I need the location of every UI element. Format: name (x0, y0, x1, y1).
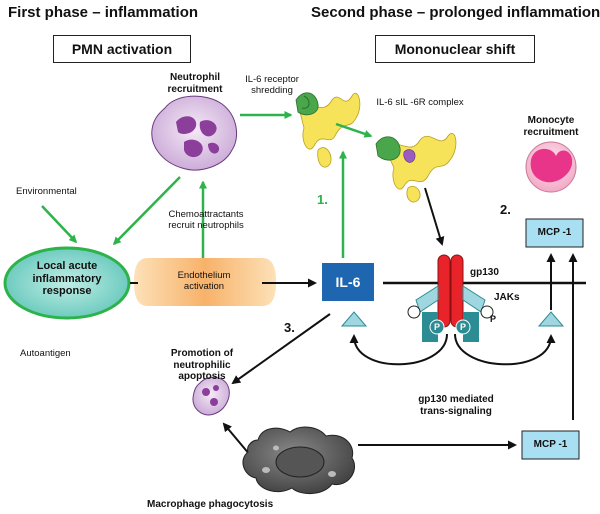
il6-receptor-protein-icon (295, 92, 361, 168)
chemoattractants-label: Chemoattractants recruit neutrophils (168, 209, 244, 231)
mcp1-bottom-box (521, 430, 580, 460)
macrophage-cell-icon (242, 426, 355, 494)
neutrophil-cell-icon (151, 95, 238, 171)
il6-receptor-shredding-label: IL-6 receptor shredding (245, 74, 299, 96)
triangle-left-icon (340, 311, 368, 327)
il6-sil6r-complex-protein-icon (375, 133, 457, 203)
macrophage-phagocytosis-label: Macrophage phagocytosis (147, 499, 274, 510)
phase-second-title: Second phase – prolonged inflammation (311, 4, 600, 21)
trans-signal-arrow-right (454, 333, 556, 366)
black-arrows (130, 187, 578, 456)
il6-label: IL-6 (335, 274, 361, 290)
monocyte-recruitment-label: Monocyte recruitment (523, 115, 579, 138)
arrow-il6-to-apoptosis (231, 313, 331, 385)
step-1-number: 1. (317, 192, 328, 207)
monocyte-cell-icon (525, 141, 577, 193)
apoptotic-cell-icon (192, 376, 230, 416)
endothelium-activation-label: Endothelium activation (177, 270, 231, 292)
mcp1-top-box (525, 218, 584, 248)
neutrophil-recruitment-label: Neutrophil recruitment (167, 72, 223, 95)
autoantigen-label: Autoantigen (20, 348, 71, 359)
mononuclear-shift-header: Mononuclear shift (375, 35, 535, 63)
step-3-number: 3. (284, 320, 295, 335)
il6-complex-label: IL-6 sIL -6R complex (376, 97, 464, 108)
arrow-neutrophil-to-local (112, 176, 181, 246)
local-response-label: Local acute inflammatory response (32, 260, 102, 298)
gp130-trans-signaling-label: gp130 mediated trans-signaling (418, 394, 494, 417)
arrow-environmental-to-local (41, 205, 78, 244)
local-response-ellipse (3, 246, 131, 320)
jaks-label: JAKs (494, 292, 520, 303)
il6-box (322, 263, 374, 301)
phase-first-title: First phase – inflammation (8, 4, 199, 21)
gp130-receptor-icon (407, 254, 494, 342)
mcp1-top-label: MCP -1 (537, 227, 572, 238)
arrow-complex-to-gp130 (424, 187, 445, 246)
gp130-label: gp130 (470, 267, 499, 278)
promotion-apoptosis-label: Promotion of neutrophilic apoptosis (170, 348, 234, 382)
arrow-shedding-to-complex (335, 122, 373, 138)
endothelium-shape (134, 258, 276, 306)
green-arrows (41, 111, 373, 258)
phospho-label-right: P (459, 322, 466, 332)
mcp1-bottom-label: MCP -1 (533, 439, 568, 450)
triangle-right-icon (537, 311, 565, 327)
environmental-label: Environmental (16, 186, 77, 197)
mononuclear-shift-label: Mononuclear shift (394, 41, 516, 57)
trans-signal-arrow-left (349, 333, 448, 366)
step-2-number: 2. (500, 202, 511, 217)
pmn-activation-header: PMN activation (53, 35, 191, 63)
pmn-activation-label: PMN activation (71, 41, 173, 57)
phospho-label-left: P (433, 322, 440, 332)
phospho-label-outer: P (490, 314, 497, 324)
arrow-macrophage-to-apoptosis (222, 422, 251, 456)
